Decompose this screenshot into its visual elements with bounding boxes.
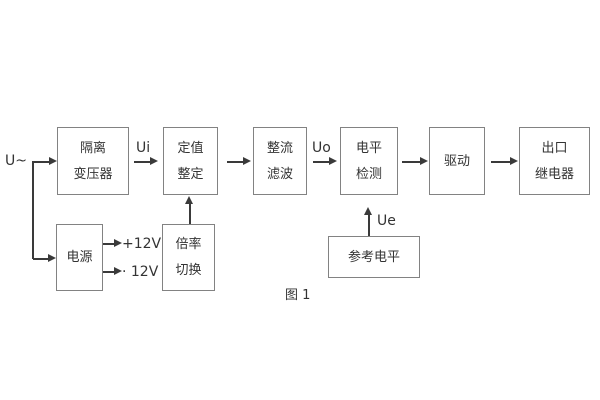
block-drive: 驱动 bbox=[429, 127, 485, 195]
block-power-supply: 电源 bbox=[56, 224, 103, 291]
arrowhead-ue-up-icon bbox=[364, 207, 372, 215]
arrowhead-uo-icon bbox=[329, 157, 337, 165]
block-value-setting: 定值 整定 bbox=[163, 127, 218, 195]
block-rectify-filter: 整流 滤波 bbox=[253, 127, 307, 195]
signal-uo-label: Uo bbox=[312, 140, 331, 156]
block-label: 滤波 bbox=[266, 166, 293, 182]
connector-neg12-line bbox=[103, 271, 115, 273]
connector-pos12-line bbox=[103, 243, 115, 245]
input-voltage-label: U~ bbox=[5, 153, 27, 169]
signal-ui-label: Ui bbox=[136, 140, 151, 156]
connector-ue-up-line bbox=[368, 215, 370, 236]
arrowhead-power-in-icon bbox=[48, 254, 56, 262]
connector-level-drive-line bbox=[402, 161, 421, 163]
figure-caption: 图 1 bbox=[285, 288, 311, 303]
connector-drive-relay-line bbox=[491, 161, 511, 163]
block-label: 变压器 bbox=[73, 166, 113, 182]
block-isolation-transformer: 隔离 变压器 bbox=[57, 127, 129, 195]
connector-ui-line bbox=[134, 161, 150, 163]
connector-power-in-line bbox=[33, 258, 49, 260]
rail-pos12-label: +12V bbox=[122, 236, 162, 252]
block-label: 整流 bbox=[266, 140, 293, 156]
connector-input-branch bbox=[32, 161, 34, 259]
signal-ue-label: Ue bbox=[377, 213, 396, 229]
arrowhead-ratio-up-icon bbox=[185, 196, 193, 204]
block-label: 电源 bbox=[66, 250, 93, 265]
connector-ratio-up-line bbox=[189, 204, 191, 224]
block-ratio-switch: 倍率 切换 bbox=[162, 224, 215, 291]
block-label: 倍率 bbox=[175, 237, 202, 252]
block-label: 电平 bbox=[355, 140, 382, 156]
arrowhead-input-icon bbox=[49, 157, 57, 165]
block-label: 定值 bbox=[177, 140, 204, 156]
block-reference-level: 参考电平 bbox=[328, 236, 420, 278]
block-outlet-relay: 出口 继电器 bbox=[519, 127, 590, 195]
block-label: 参考电平 bbox=[347, 249, 400, 265]
arrowhead-ui-icon bbox=[150, 157, 158, 165]
connector-setting-rectifier-line bbox=[227, 161, 244, 163]
arrowhead-drive-relay-icon bbox=[510, 157, 518, 165]
block-label: 切换 bbox=[175, 263, 202, 278]
rail-neg12-label: · 12V bbox=[122, 264, 159, 280]
block-label: 出口 bbox=[541, 140, 568, 156]
block-level-detection: 电平 检测 bbox=[340, 127, 398, 195]
block-label: 驱动 bbox=[443, 153, 470, 169]
arrowhead-neg12-icon bbox=[114, 267, 122, 275]
block-label: 继电器 bbox=[534, 166, 574, 182]
arrowhead-setting-rectifier-icon bbox=[243, 157, 251, 165]
arrowhead-level-drive-icon bbox=[420, 157, 428, 165]
block-label: 隔离 bbox=[79, 140, 106, 156]
connector-uo-line bbox=[313, 161, 330, 163]
block-label: 检测 bbox=[355, 166, 382, 182]
connector-input-line bbox=[33, 161, 50, 163]
arrowhead-pos12-icon bbox=[114, 239, 122, 247]
block-label: 整定 bbox=[177, 166, 204, 182]
